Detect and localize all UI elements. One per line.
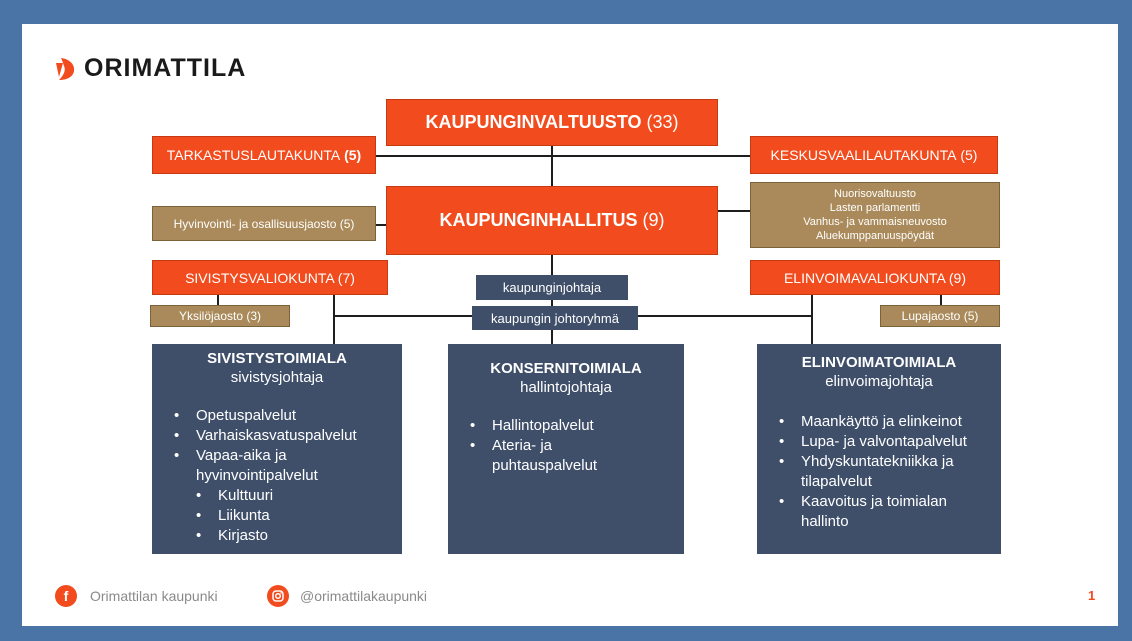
education-department-box: SIVISTYSTOIMIALA sivistysjohtaja Opetusp… <box>152 344 402 554</box>
connector-wellbeing <box>376 224 386 226</box>
department-services-list: Opetuspalvelut Varhaiskasvatuspalvelut V… <box>162 406 392 546</box>
instagram-icon[interactable] <box>267 585 289 607</box>
vitality-committee-box: ELINVOIMAVALIOKUNTA (9) <box>750 260 1000 295</box>
service-item: Kaavoitus ja toimialan hallinto <box>779 492 991 532</box>
mayor-box: kaupunginjohtaja <box>476 275 628 300</box>
connector-mayor-group <box>551 300 553 306</box>
connector-permit <box>940 295 942 305</box>
election-committee-count: (5) <box>960 147 978 163</box>
facebook-link[interactable]: Orimattilan kaupunki <box>90 588 218 604</box>
page-number: 1 <box>1088 588 1096 603</box>
election-committee-name: KESKUSVAALILAUTAKUNTA <box>770 147 957 163</box>
advisory-item: Nuorisovaltuusto <box>834 188 916 200</box>
orimattila-logo-icon <box>56 58 75 80</box>
connector-education-dept <box>333 295 335 344</box>
service-item: Yhdyskuntatekniikka ja tilapalvelut <box>779 452 991 492</box>
service-item: Varhaiskasvatuspalvelut <box>174 426 392 446</box>
connector-left-horizontal <box>333 315 472 317</box>
connector-vitality-dept <box>811 295 813 344</box>
advisory-item: Aluekumppanuuspöydät <box>815 230 935 242</box>
department-title: ELINVOIMATOIMIALA <box>801 354 957 371</box>
service-subitem: Kulttuuri <box>196 486 392 506</box>
connector-audit-election <box>374 155 750 157</box>
council-box: KAUPUNGINVALTUUSTO (33) <box>386 99 718 146</box>
group-department-box: KONSERNITOIMIALA hallintojohtaja Hallint… <box>448 344 684 554</box>
service-item: Lupa- ja valvontapalvelut <box>779 432 991 452</box>
connector-right-horizontal <box>638 315 813 317</box>
election-committee-box: KESKUSVAALILAUTAKUNTA (5) <box>750 136 998 174</box>
connector-board-mayor <box>551 255 553 275</box>
facebook-icon[interactable]: f <box>55 585 77 607</box>
service-item: Hallintopalvelut <box>470 416 674 436</box>
board-count: (9) <box>642 210 665 230</box>
education-committee-box: SIVISTYSVALIOKUNTA (7) <box>152 260 388 295</box>
individual-section-box: Yksilöjaosto (3) <box>150 305 290 327</box>
connector-individual <box>217 295 219 305</box>
board-box: KAUPUNGINHALLITUS (9) <box>386 186 718 255</box>
service-item: Maankäyttö ja elinkeinot <box>779 412 991 432</box>
department-director: sivistysjohtaja <box>230 369 324 386</box>
service-subgroup: Kulttuuri Liikunta Kirjasto <box>174 486 392 546</box>
advisory-bodies-box: Nuorisovaltuusto Lasten parlamentti Vanh… <box>750 182 1000 248</box>
advisory-item: Lasten parlamentti <box>829 202 921 214</box>
connector-group-konserni <box>551 330 553 344</box>
slide: ORIMATTILA KAUPUNGINVALTUUSTO (33) TARKA… <box>22 24 1118 626</box>
audit-committee-box: TARKASTUSLAUTAKUNTA (5) <box>152 136 376 174</box>
department-services-list: Maankäyttö ja elinkeinot Lupa- ja valvon… <box>767 412 991 532</box>
board-name: KAUPUNGINHALLITUS <box>439 210 638 230</box>
audit-committee-count: (5) <box>344 147 362 163</box>
logo-wordmark: ORIMATTILA <box>84 54 247 82</box>
department-director: elinvoimajohtaja <box>825 373 933 390</box>
wellbeing-section-box: Hyvinvointi- ja osallisuusjaosto (5) <box>152 206 376 241</box>
service-subitem: Liikunta <box>196 506 392 526</box>
department-title: KONSERNITOIMIALA <box>490 360 642 377</box>
connector-advisory <box>718 210 750 212</box>
department-services-list: Hallintopalvelut Ateria- ja puhtauspalve… <box>458 416 674 476</box>
service-item: Opetuspalvelut <box>174 406 392 426</box>
instagram-link[interactable]: @orimattilakaupunki <box>300 588 428 604</box>
department-title: SIVISTYSTOIMIALA <box>207 350 347 367</box>
department-director: hallintojohtaja <box>520 379 612 396</box>
advisory-item: Vanhus- ja vammaisneuvosto <box>803 216 947 228</box>
management-group-box: kaupungin johtoryhmä <box>472 306 638 330</box>
council-name: KAUPUNGINVALTUUSTO <box>425 112 642 132</box>
audit-committee-name: TARKASTUSLAUTAKUNTA <box>166 147 341 163</box>
service-item: Vapaa-aika ja hyvinvointipalvelut <box>174 446 376 486</box>
vitality-department-box: ELINVOIMATOIMIALA elinvoimajohtaja Maank… <box>757 344 1001 554</box>
service-subitem: Kirjasto <box>196 526 392 546</box>
council-count: (33) <box>646 112 679 132</box>
permit-section-box: Lupajaosto (5) <box>880 305 1000 327</box>
service-item: Ateria- ja puhtauspalvelut <box>470 436 612 476</box>
connector-council-board <box>551 146 553 187</box>
